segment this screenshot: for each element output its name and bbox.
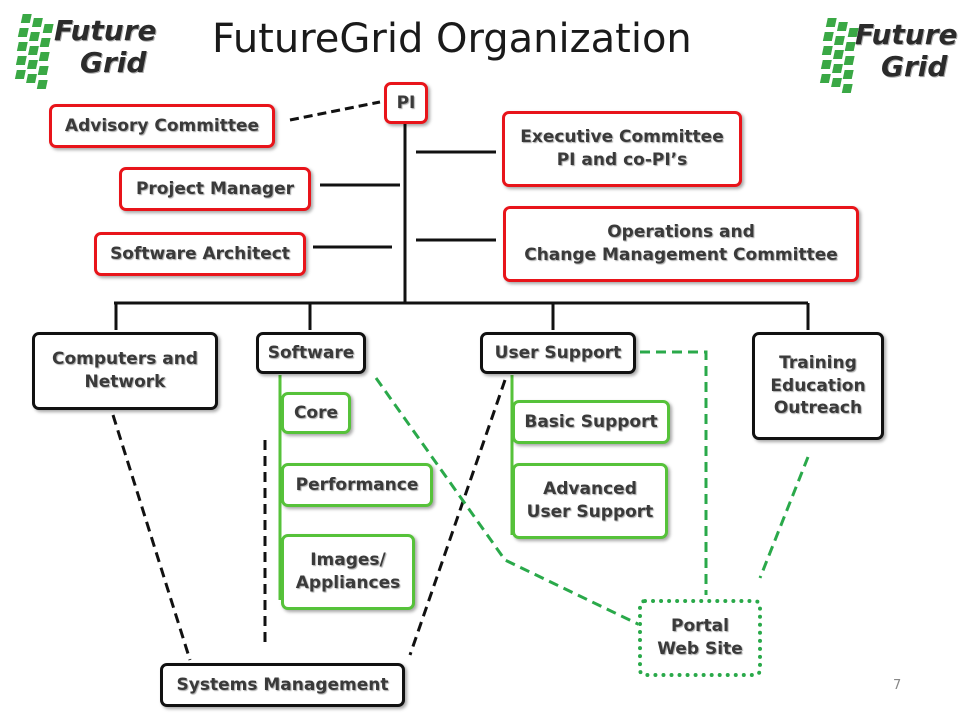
logo-word-grid: Grid [881, 50, 948, 83]
node-advanced-user-support: Advanced User Support [512, 463, 668, 539]
node-user-support: User Support [480, 332, 636, 374]
node-executive-committee: Executive Committee PI and co-PI’s [502, 111, 742, 187]
grid-mesh-icon [819, 18, 859, 93]
node-pi: PI [384, 82, 428, 124]
node-training-education-outreach: Training Education Outreach [752, 332, 884, 440]
node-portal-web-site: Portal Web Site [638, 599, 762, 677]
node-computers-and-network: Computers and Network [32, 332, 218, 410]
node-performance: Performance [281, 463, 433, 507]
page-title: FutureGrid Organization [212, 16, 692, 62]
node-core: Core [281, 392, 351, 434]
node-systems-management: Systems Management [160, 663, 405, 707]
logo-word-future: Future [54, 14, 157, 47]
node-software: Software [256, 332, 366, 374]
logo-word-future: Future [855, 18, 958, 51]
page-number: 7 [893, 678, 902, 693]
futuregrid-logo-left: Future Grid [10, 8, 157, 98]
node-operations-committee: Operations and Change Management Committ… [503, 206, 859, 282]
node-project-manager: Project Manager [119, 167, 311, 211]
grid-mesh-icon [14, 14, 54, 89]
node-images-appliances: Images/ Appliances [281, 534, 415, 610]
logo-word-grid: Grid [80, 46, 147, 79]
node-advisory-committee: Advisory Committee [49, 104, 275, 148]
node-software-architect: Software Architect [94, 232, 306, 276]
node-basic-support: Basic Support [512, 400, 670, 444]
futuregrid-logo-right: Future Grid [815, 12, 958, 102]
